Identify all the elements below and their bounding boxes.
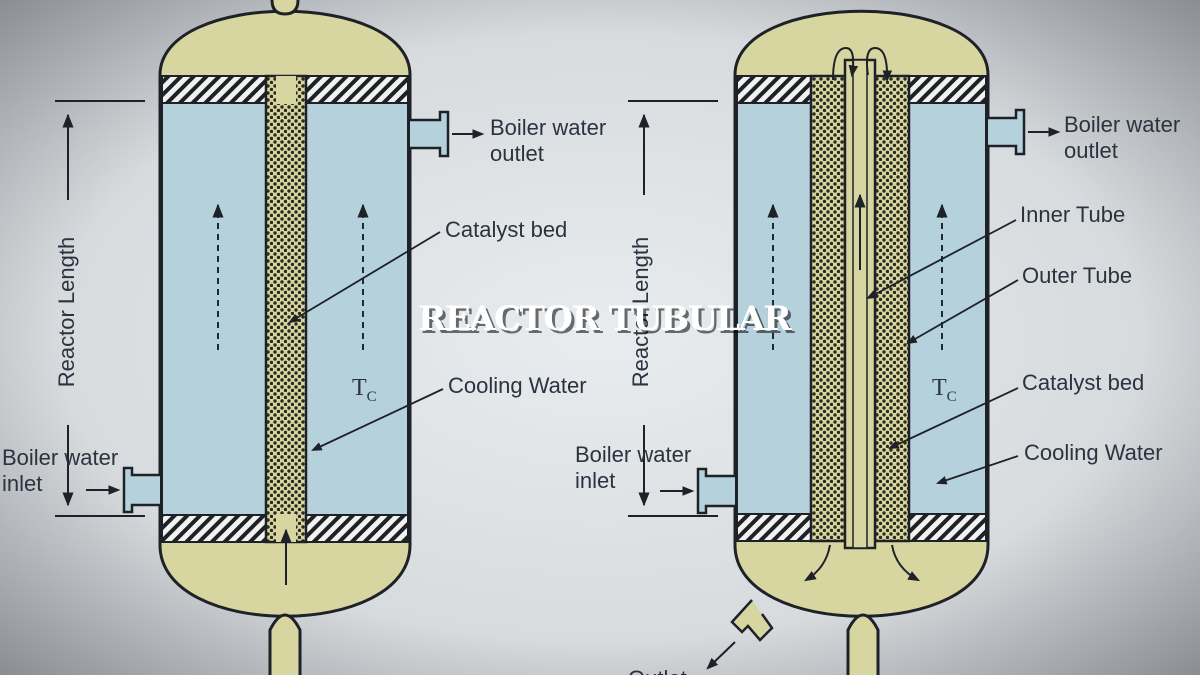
right-top-tubesheet-right [897,75,987,104]
left-catalyst-tube-top-open [276,76,296,104]
right-catalyst-annulus-right [873,74,911,543]
right-axis-label: Reactor Length [628,237,653,387]
right-inner-tube-label: Inner Tube [1020,202,1125,227]
right-catalyst-annulus-left [809,74,847,543]
right-outlet-arrow [706,641,736,670]
right-top-flow-left [832,46,859,81]
right-reactor: Reactor Length TC Boiler water outlet In… [575,9,1180,675]
left-top-nozzle [270,0,300,16]
right-top-flow-right [865,46,893,83]
right-bottom-tubesheet-right [897,513,987,542]
left-cooling-water-label: Cooling Water [448,373,587,398]
right-inner-tube-leader [866,219,1017,300]
right-outer-tube-label: Outer Tube [1022,263,1132,288]
left-boiler-outlet-line1: Boiler water [490,115,606,140]
right-catalyst-leader [888,387,1019,449]
right-catalyst-bed-label: Catalyst bed [1022,370,1144,395]
right-boiler-outlet-line1: Boiler water [1064,112,1180,137]
right-cooling-water-label: Cooling Water [1024,440,1163,465]
right-bottom-nozzle [846,613,880,675]
right-bottom-flow-right [891,544,921,582]
left-top-tubesheet-left [161,75,277,104]
left-outlet-nozzle [410,110,450,158]
right-bottom-tubesheet-left [736,513,823,542]
left-catalyst-tube [264,74,308,544]
right-boiler-inlet-nozzle [696,467,735,515]
right-outlet-nozzle [730,599,774,642]
right-cooling-leader [935,455,1019,485]
left-bottom-tubesheet-left [161,514,277,543]
left-top-tubesheet-right [295,75,409,104]
left-catalyst-leader [288,231,441,324]
right-boiler-outlet-line2: outlet [1064,138,1118,163]
left-reactor: Reactor Length TC Boiler water outlet Ca… [2,0,606,675]
left-temp-symbol: TC [352,375,377,405]
right-cooling-zone-right [908,102,987,515]
left-boiler-outlet-line2: outlet [490,141,544,166]
right-boiler-inlet-line2: inlet [575,468,615,493]
left-cooling-zone-right [305,102,409,516]
left-catalyst-bed-label: Catalyst bed [445,217,567,242]
left-boiler-inlet-line2: inlet [2,471,42,496]
left-inlet-nozzle [122,466,160,514]
right-temp-symbol: TC [932,375,957,405]
page-title: REACTOR TUBULAR [418,299,792,339]
right-inner-tube-core [852,59,868,549]
right-bottom-flow-left [803,544,831,582]
left-bottom-nozzle [268,613,302,675]
left-boiler-inlet-line1: Boiler water [2,445,118,470]
right-top-tubesheet-left [736,75,823,104]
left-axis-label: Reactor Length [54,237,79,387]
right-outer-tube-leader [906,279,1019,345]
right-boiler-inlet-line1: Boiler water [575,442,691,467]
left-cooling-leader [311,388,444,451]
right-boiler-outlet-nozzle [988,108,1026,156]
left-cooling-zone-left [161,102,267,516]
right-outlet-label: Outlet [628,666,687,675]
title-shadow: REACTOR TUBULAR [421,302,795,342]
left-bottom-tubesheet-right [295,514,409,543]
